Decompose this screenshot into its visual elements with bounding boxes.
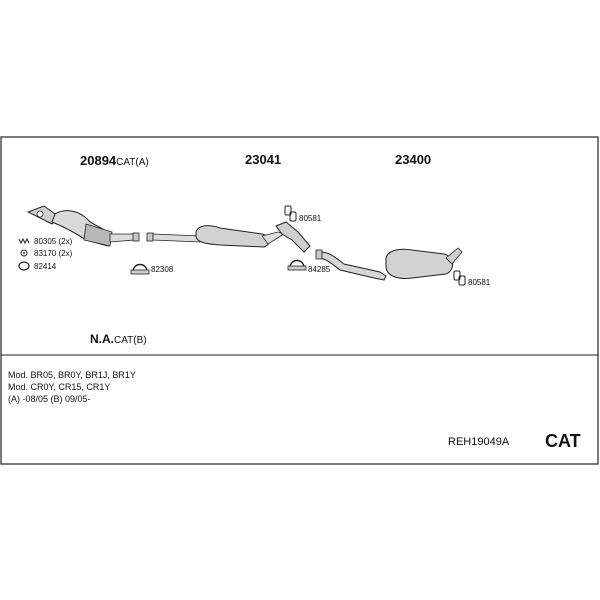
diagram-border: [0, 136, 599, 465]
accessory-label-80581-end: 80581: [468, 278, 491, 287]
front-pipe-catalyst-part[interactable]: [26, 205, 140, 247]
clamp-83170-icon: [20, 249, 28, 257]
clamp-84285-icon: [287, 259, 307, 271]
middle-silencer-part[interactable]: [146, 221, 311, 253]
part-number-front: 20894: [80, 153, 117, 168]
accessory-label-80305: 80305 (2x): [34, 237, 73, 246]
model-line-2: Mod. CR0Y, CR15, CR1Y: [8, 382, 111, 392]
na-note-suffix: CAT(B): [114, 335, 147, 346]
part-suffix-front: CAT(A): [116, 157, 149, 168]
hanger-80581-top-icon: [284, 205, 297, 222]
accessory-label-83170: 83170 (2x): [34, 249, 73, 258]
hanger-80581-end-icon: [453, 270, 466, 286]
accessory-label-82414: 82414: [34, 262, 57, 271]
clamp-82308-icon: [130, 263, 150, 275]
na-note: N.A.CAT(B): [90, 331, 147, 347]
clamp-80305-icon: [18, 237, 30, 245]
gasket-82414-icon: [18, 261, 30, 271]
accessory-label-80581-top: 80581: [299, 214, 322, 223]
na-note-main: N.A.: [90, 332, 114, 346]
rear-silencer-part[interactable]: [315, 247, 463, 281]
part-number-middle: 23041: [245, 152, 282, 167]
kit-code: REH19049A: [448, 436, 510, 448]
accessory-label-82308: 82308: [151, 265, 174, 274]
cat-badge: CAT: [545, 431, 581, 451]
part-number-rear: 23400: [395, 152, 432, 167]
accessory-label-84285: 84285: [308, 265, 331, 274]
model-line-3: (A) -08/05 (B) 09/05-: [8, 394, 91, 404]
part-label-front: 20894CAT(A): [80, 153, 149, 169]
model-line-1: Mod. BR05, BR0Y, BR1J, BR1Y: [8, 370, 136, 380]
